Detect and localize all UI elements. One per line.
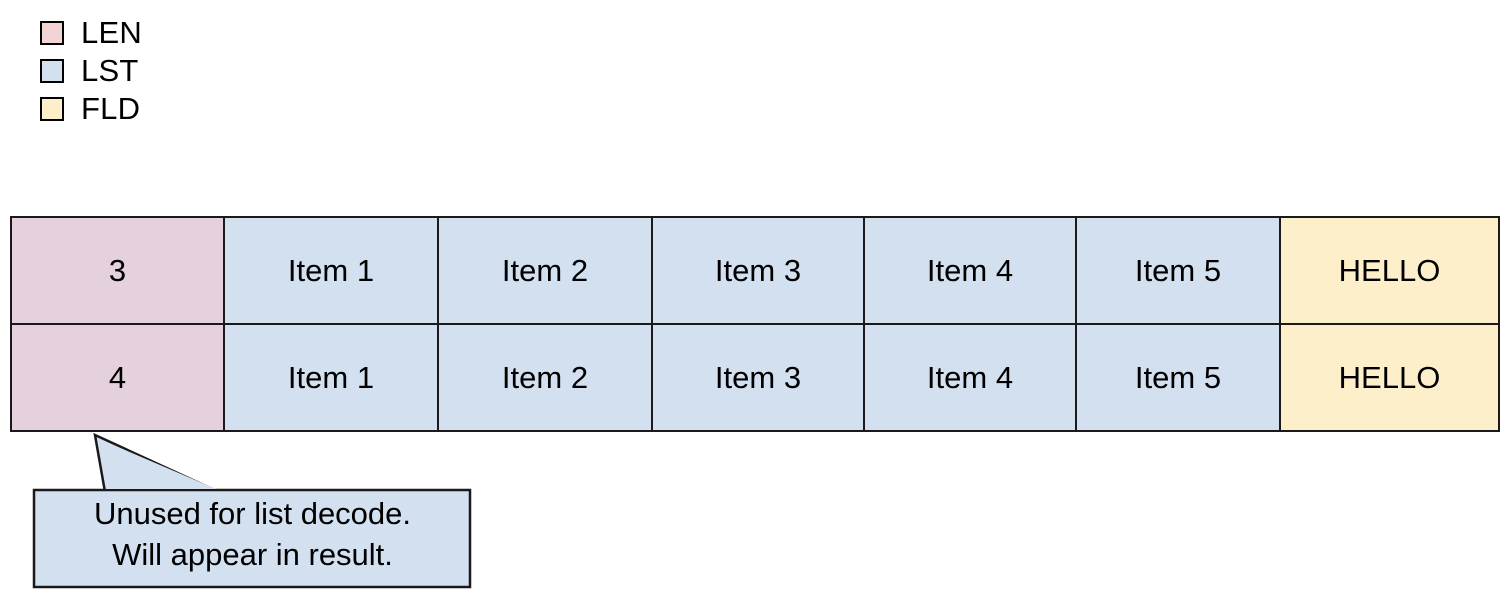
cell-field-value: HELLO [1279, 216, 1500, 325]
cell-list-item: Item 1 [223, 216, 439, 325]
callout-tail-fill [97, 438, 216, 489]
callout-tail-icon [93, 432, 220, 494]
callout-line-2: Will appear in result. [112, 537, 393, 572]
callout-line-1: Unused for list decode. [93, 496, 412, 531]
cell-list-item: Item 4 [863, 323, 1077, 432]
square-swatch-icon [40, 96, 64, 121]
cell-list-item: Item 3 [651, 323, 865, 432]
cell-list-item: Item 4 [863, 216, 1077, 325]
structure-table: 3 Item 1 Item 2 Item 3 Item 4 Item 5 HEL… [10, 216, 1500, 432]
cell-list-item: Item 2 [437, 216, 653, 325]
cell-len-count: 3 [10, 216, 225, 325]
legend: LEN LST FLD [40, 16, 142, 125]
callout-annotation: Unused for list decode. Will appear in r… [0, 420, 520, 606]
cell-list-item: Item 5 [1075, 216, 1281, 325]
table-row: 4 Item 1 Item 2 Item 3 Item 4 Item 5 HEL… [10, 323, 1500, 432]
cell-list-item: Item 3 [651, 216, 865, 325]
cell-len-count: 4 [10, 323, 225, 432]
square-swatch-icon [40, 20, 64, 45]
callout-text: Unused for list decode. Will appear in r… [35, 493, 470, 575]
cell-list-item: Item 5 [1075, 323, 1281, 432]
table-row: 3 Item 1 Item 2 Item 3 Item 4 Item 5 HEL… [10, 216, 1500, 325]
legend-item-fld: FLD [40, 92, 142, 125]
legend-item-lst: LST [40, 54, 142, 87]
legend-item-label: LST [81, 53, 139, 88]
cell-list-item: Item 2 [437, 323, 653, 432]
cell-field-value: HELLO [1279, 323, 1500, 432]
legend-item-label: LEN [81, 15, 142, 50]
square-swatch-icon [40, 58, 64, 83]
legend-item-label: FLD [81, 91, 141, 126]
cell-list-item: Item 1 [223, 323, 439, 432]
legend-item-len: LEN [40, 16, 142, 49]
